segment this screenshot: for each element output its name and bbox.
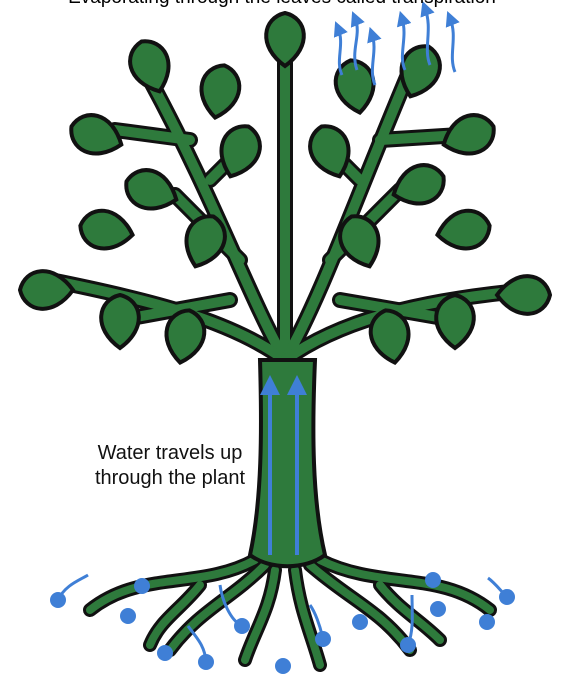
leaf	[77, 207, 136, 253]
leaf	[124, 35, 177, 98]
water-droplet	[488, 578, 515, 605]
leaf	[434, 207, 493, 253]
leaf	[120, 164, 183, 217]
leaf	[65, 109, 128, 162]
leaf	[437, 109, 500, 162]
water-droplet	[275, 658, 291, 674]
leaf	[197, 62, 243, 121]
water-droplet	[157, 645, 173, 661]
water-droplet	[134, 578, 150, 594]
leaf	[497, 276, 550, 314]
water-droplet	[425, 572, 441, 588]
leaf	[266, 13, 304, 66]
water-travels-label: Water travels up through the plant	[70, 441, 270, 491]
label-line-2: through the plant	[70, 466, 270, 491]
water-droplet	[120, 608, 136, 624]
leaf	[436, 295, 474, 348]
water-droplet	[430, 601, 446, 617]
water-droplet	[479, 614, 495, 630]
top-caption: Evaporating through the leaves called tr…	[0, 0, 564, 9]
water-droplet	[188, 626, 214, 670]
leaf	[101, 295, 139, 348]
label-line-1: Water travels up	[70, 441, 270, 466]
water-droplet	[50, 575, 88, 608]
water-droplet	[352, 614, 368, 630]
